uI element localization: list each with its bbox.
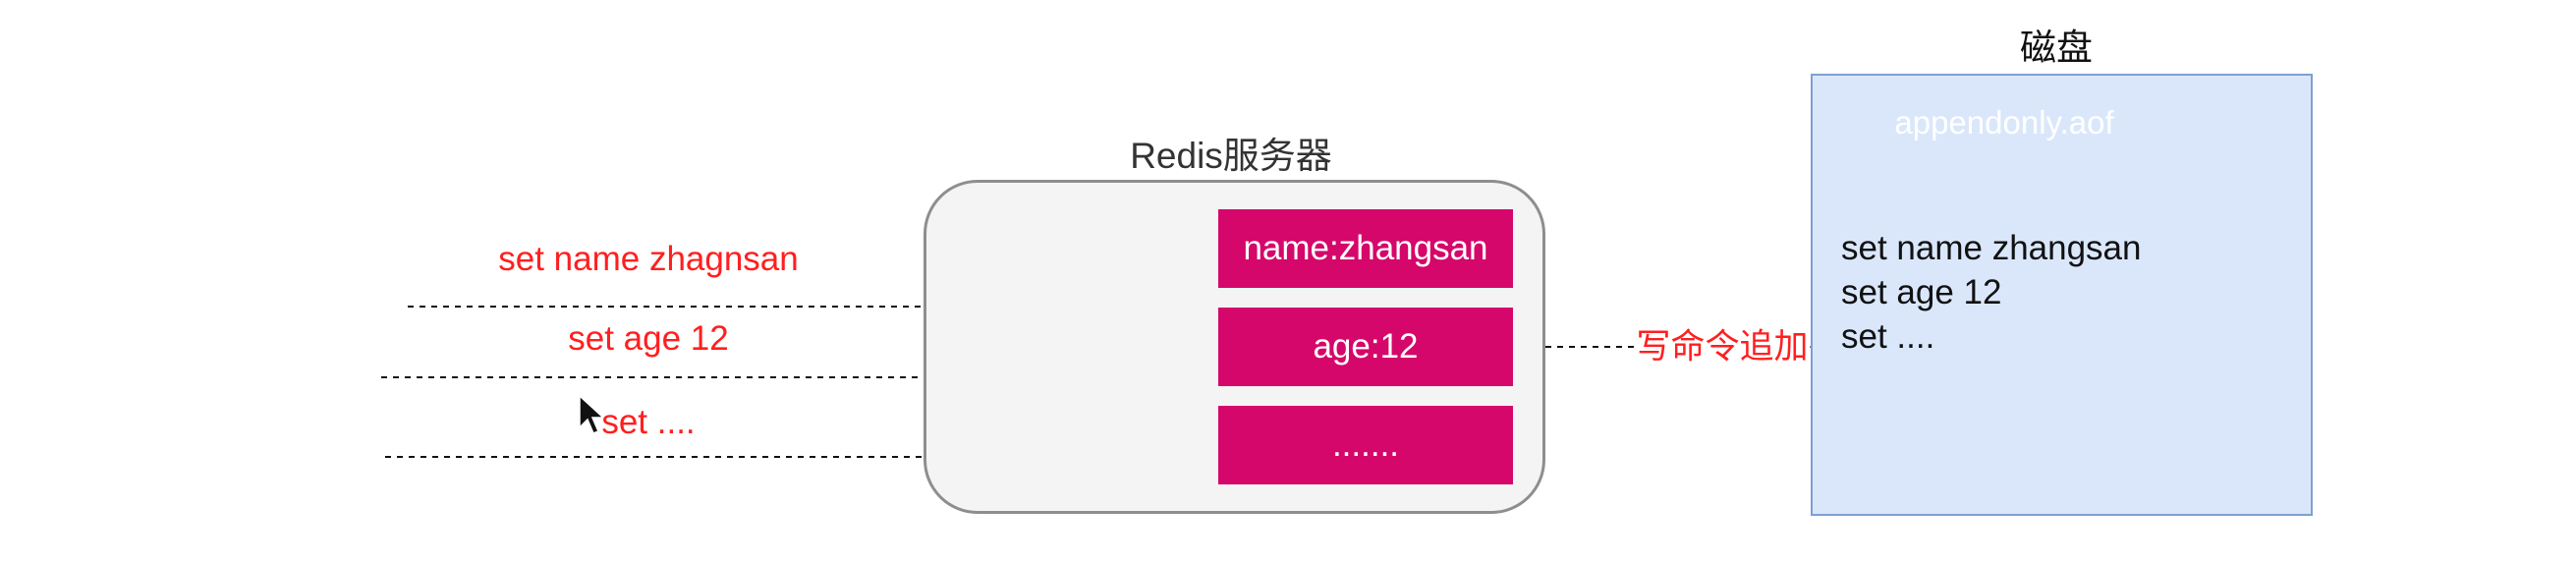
aof-file-name: appendonly.aof	[1894, 104, 2114, 141]
aof-file-content: set name zhangsan set age 12 set ....	[1841, 226, 2141, 359]
append-label: 写命令追加	[1634, 327, 1811, 367]
entry-age: age:12	[1218, 308, 1513, 386]
aof-line: set name zhangsan	[1841, 229, 2142, 267]
disk-box	[1811, 74, 2313, 516]
disk-title: 磁盘	[2020, 28, 2093, 68]
command-label-set-age: set age 12	[568, 319, 729, 358]
aof-line: set ....	[1841, 317, 1935, 356]
mouse-cursor-icon	[579, 394, 605, 434]
redis-server-title: Redis服务器	[1130, 136, 1332, 176]
entry-name: name:zhangsan	[1218, 209, 1513, 288]
entry-more: .......	[1218, 406, 1513, 484]
aof-line: set age 12	[1841, 273, 2002, 311]
command-label-set-more: set ....	[601, 403, 696, 441]
command-label-set-name: set name zhagnsan	[498, 240, 799, 278]
